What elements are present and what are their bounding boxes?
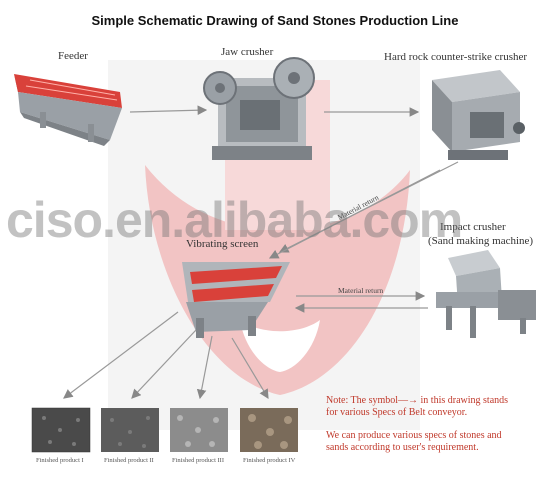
note-line-3: We can produce various specs of stones a… [326,430,502,441]
watermark-text: ciso.en.alibaba.com [6,192,463,248]
product-label-4: Finished product IV [243,457,296,464]
jaw-crusher-machine [203,57,315,160]
arrow-to-product-2 [131,329,197,399]
label-hard-rock-crusher: Hard rock counter-strike crusher [384,51,528,63]
arrow-feeder-to-jaw [129,105,208,116]
label-jaw-crusher: Jaw crusher [221,46,274,58]
label-material-return-lower: Material return [338,286,384,295]
feeder-machine [14,74,122,146]
vibrating-screen-machine [182,262,290,338]
product-piles [31,407,298,453]
product-label-1: Finished product I [36,457,84,464]
arrow-to-product-3 [196,335,213,400]
label-vibrating-screen: Vibrating screen [186,238,259,250]
arrow-to-product-1 [63,311,179,399]
counter-strike-crusher-machine [432,70,525,160]
product-label-3: Finished product III [172,457,224,464]
product-label-2: Finished product II [104,457,154,464]
arrow-screen-return [268,169,441,259]
impact-crusher-machine [436,250,536,338]
diagram-title: Simple Schematic Drawing of Sand Stones … [91,13,459,28]
label-feeder: Feeder [58,50,88,62]
note-line-4: sands according to user's requirement. [326,442,479,453]
label-sand-making-machine: (Sand making machine) [428,235,534,247]
conveyor-arrows [63,105,459,400]
note-line-1: Note: The symbol—→ in this drawing stand… [326,395,509,406]
note-line-2: for various Specs of Belt conveyor. [326,407,468,418]
label-impact-crusher: Impact crusher [440,221,506,233]
arrow-to-product-4 [231,337,269,400]
